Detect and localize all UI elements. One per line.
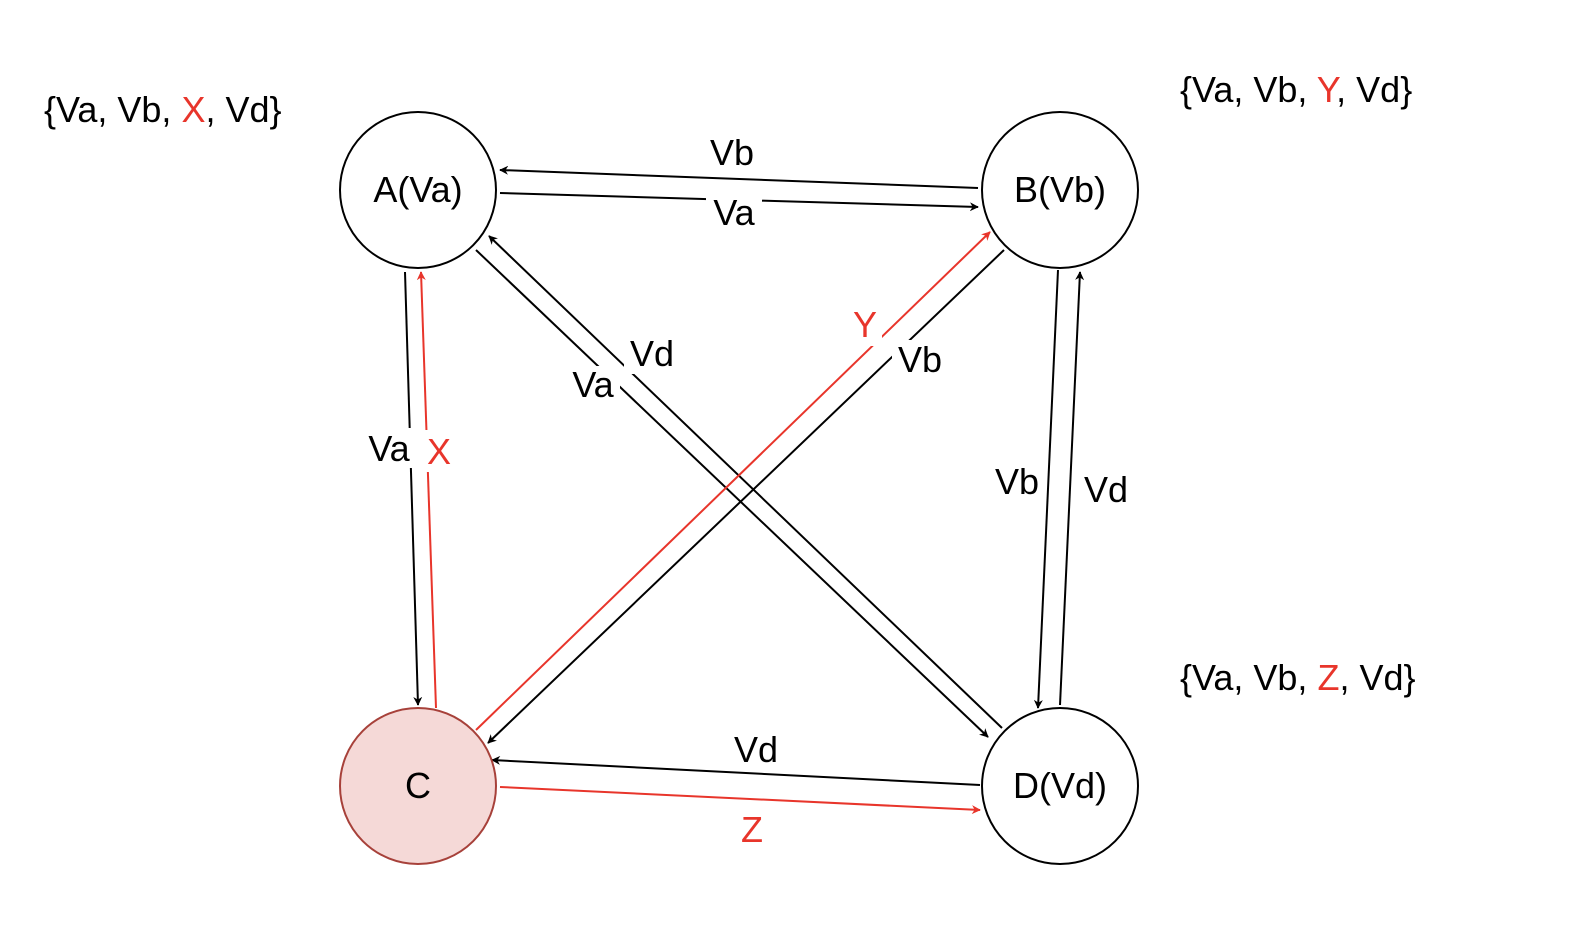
edge-labels: Vb Va Va X Va Vd Y Vb Vb Vd Vd Z xyxy=(364,132,1134,850)
edge-label-d-to-b: Vd xyxy=(1084,469,1128,510)
node-label-c: C xyxy=(405,765,431,806)
node-label-b: B(Vb) xyxy=(1014,169,1106,210)
node-b: B(Vb) xyxy=(981,111,1139,269)
edge-label-d-to-c: Vd xyxy=(734,729,778,770)
edges xyxy=(404,165,1085,815)
value-set-d-close: , Vd} xyxy=(1339,657,1415,698)
value-sets: {Va, Vb, X, Vd} {Va, Vb, Y, Vd} {Va, Vb,… xyxy=(44,69,1416,698)
edge-b-to-c xyxy=(487,249,1005,744)
edge-label-b-to-c: Vb xyxy=(898,339,942,380)
value-set-a-close: , Vd} xyxy=(205,89,281,130)
value-set-a-highlight: X xyxy=(181,89,205,130)
edge-label-c-to-b: Y xyxy=(853,304,877,345)
nodes: A(Va) B(Vb) C D(Vd) xyxy=(339,111,1139,865)
edge-b-to-d xyxy=(1033,269,1059,709)
edge-c-to-d xyxy=(499,786,981,815)
edge-label-a-to-c: Va xyxy=(368,428,410,469)
edge-label-b-to-a: Vb xyxy=(710,132,754,173)
edge-label-c-to-a: X xyxy=(427,431,451,472)
value-set-b-open: {Va, Vb, xyxy=(1180,69,1317,110)
edge-a-to-d xyxy=(475,249,989,738)
node-label-a: A(Va) xyxy=(373,169,462,210)
value-set-a: {Va, Vb, X, Vd} xyxy=(44,89,282,130)
node-d: D(Vd) xyxy=(981,707,1139,865)
node-label-d: D(Vd) xyxy=(1013,765,1107,806)
edge-b-to-a xyxy=(499,165,979,189)
value-set-d: {Va, Vb, Z, Vd} xyxy=(1180,657,1416,698)
edge-c-to-a xyxy=(416,271,437,709)
edge-d-to-b xyxy=(1059,271,1085,706)
edge-label-a-to-d: Va xyxy=(572,364,614,405)
edge-label-b-to-d: Vb xyxy=(995,461,1039,502)
edge-d-to-c xyxy=(491,755,981,786)
edge-c-to-b xyxy=(475,231,991,731)
edge-d-to-a xyxy=(488,235,1003,729)
value-set-d-highlight: Z xyxy=(1317,657,1339,698)
edge-label-a-to-b: Va xyxy=(713,192,755,233)
value-set-a-open: {Va, Vb, xyxy=(44,89,181,130)
node-a: A(Va) xyxy=(339,111,497,269)
value-set-b: {Va, Vb, Y, Vd} xyxy=(1180,69,1412,110)
value-set-b-close: , Vd} xyxy=(1336,69,1412,110)
edge-label-c-to-d: Z xyxy=(741,809,763,850)
edge-label-d-to-a: Vd xyxy=(630,333,674,374)
value-set-d-open: {Va, Vb, xyxy=(1180,657,1317,698)
node-c: C xyxy=(339,707,497,865)
edge-a-to-c xyxy=(404,271,423,706)
